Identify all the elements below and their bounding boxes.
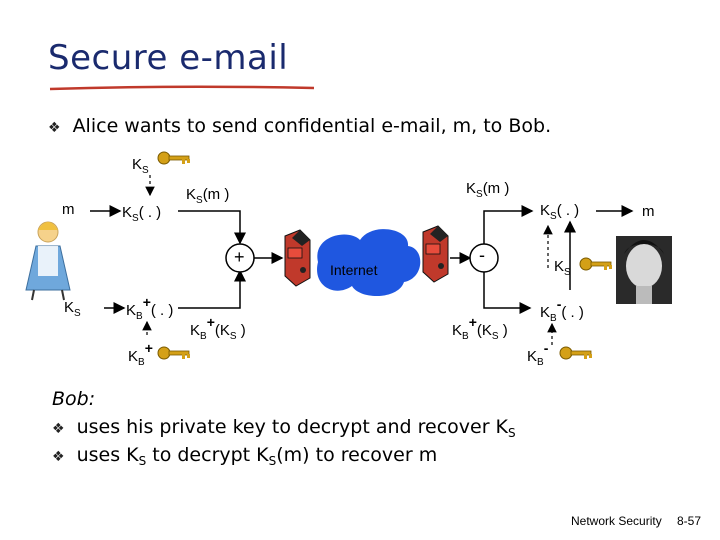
ks-key-label: KS: [132, 156, 149, 176]
footer-slide-number: 8-57: [677, 514, 702, 528]
arrow-minus-to-ksdec: [483, 205, 534, 244]
bullet-icon: ❖: [52, 421, 65, 437]
arrow-kbks-to-plus: [178, 269, 246, 309]
ks-m-label-right: KS(m ): [466, 180, 510, 200]
kb-ks-label-right: KB+(KS ): [452, 314, 508, 342]
key-icon: [559, 346, 592, 360]
router-left-icon: [284, 229, 311, 287]
internet-label: Internet: [330, 262, 378, 278]
kb-ks-label-left: KB+(KS ): [190, 314, 246, 342]
alice-illustration: [25, 221, 71, 301]
ks-label-bob: KS: [554, 258, 571, 278]
kb-private-decrypt-box: KB-( . ): [540, 296, 584, 324]
title-underline: [49, 85, 315, 91]
arrow-ksm-to-plus: [178, 210, 246, 245]
key-icon: [579, 257, 612, 271]
bob-photo: [616, 236, 672, 304]
message-m-bob: m: [642, 203, 655, 220]
bob-bullet-1: ❖uses his private key to decrypt and rec…: [52, 416, 516, 440]
ks-m-label-left: KS(m ): [186, 186, 230, 206]
router-right-icon: [422, 225, 449, 283]
ks-decrypt-box: KS( . ): [540, 202, 580, 222]
key-icon: [157, 346, 190, 360]
ks-label-alice: KS: [64, 299, 81, 319]
bob-bullet-2: ❖uses KS to decrypt KS(m) to recover m: [52, 444, 438, 468]
kb-public-key-label: KB+: [128, 340, 153, 368]
bullet-text: Alice wants to send confidential e-mail,…: [72, 115, 552, 137]
bullet-icon: ❖: [48, 120, 61, 136]
diagram-canvas: [25, 151, 672, 360]
ks-encrypt-box: KS( . ): [122, 204, 162, 224]
minus-symbol: -: [479, 245, 485, 265]
bob-heading: Bob:: [52, 388, 96, 410]
bullet-alice: ❖ Alice wants to send confidential e-mail…: [48, 115, 551, 137]
internet-cloud-icon: [317, 229, 421, 297]
arrow-minus-to-kbminus: [483, 272, 532, 314]
bullet-icon: ❖: [52, 449, 65, 465]
key-icon: [157, 151, 190, 165]
message-m-alice: m: [62, 201, 75, 218]
page-title: Secure e-mail: [48, 38, 289, 78]
footer-course: Network Security: [571, 514, 662, 528]
kb-private-key-label: KB-: [527, 340, 549, 368]
plus-symbol: +: [234, 247, 245, 267]
kb-public-encrypt-box: KB+( . ): [126, 294, 174, 322]
